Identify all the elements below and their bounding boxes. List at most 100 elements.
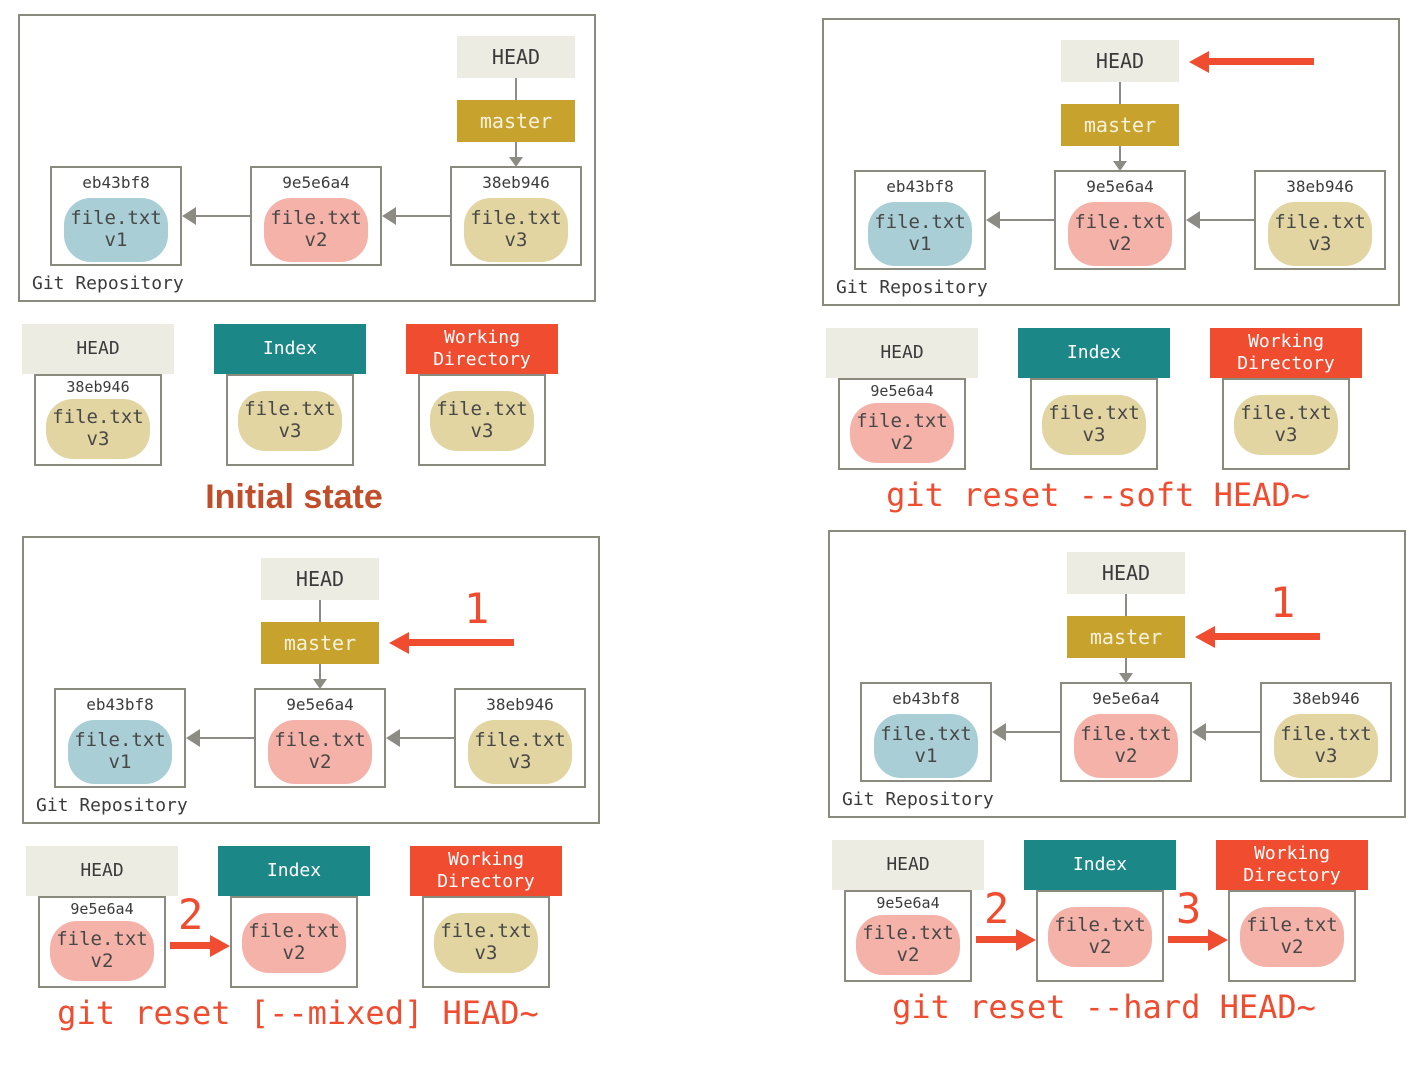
repo-label: Git Repository: [32, 273, 184, 294]
commit-hash: 9e5e6a4: [1086, 177, 1154, 196]
index-area-body: file.txt v2: [230, 896, 358, 988]
master-branch-box: master: [1061, 104, 1179, 146]
file-name: file.txt: [874, 211, 966, 234]
commit-hash: eb43bf8: [892, 689, 960, 708]
panel-reset-hard: HEAD master 1 eb43bf8 file.txt v1 9e5e6a…: [818, 522, 1416, 1052]
panel-caption: git reset [--mixed] HEAD~: [57, 994, 539, 1032]
panel-caption: git reset --soft HEAD~: [886, 476, 1310, 514]
file-version: v3: [1314, 745, 1338, 767]
step-number: 1: [1270, 578, 1296, 627]
file-name: file.txt: [436, 398, 528, 421]
parent-arrow-icon: [386, 729, 454, 747]
commit-box: 38eb946 file.txt v3: [450, 166, 582, 266]
commit-box: 9e5e6a4 file.txt v2: [1054, 170, 1186, 270]
commit-hash: 38eb946: [486, 695, 554, 714]
head-area-body: 9e5e6a4 file.txt v2: [38, 896, 166, 988]
step-arrow-to-master-icon: [1195, 626, 1320, 648]
master-to-commit-arrow-icon: [313, 664, 327, 689]
working-directory-area-header: Working Directory: [406, 324, 558, 374]
master-to-commit-arrow-icon: [1113, 146, 1127, 171]
file-name: file.txt: [52, 406, 144, 429]
commit-box: eb43bf8 file.txt v1: [54, 688, 186, 788]
commit-hash: 9e5e6a4: [282, 173, 350, 192]
head-commit-hash: 9e5e6a4: [876, 894, 940, 912]
file-blob: file.txt v1: [874, 714, 978, 778]
file-name: file.txt: [270, 207, 362, 230]
parent-arrow-icon: [986, 211, 1054, 229]
file-version: v2: [90, 950, 114, 972]
file-version: v2: [1114, 745, 1138, 767]
head-commit-hash: 9e5e6a4: [870, 382, 934, 400]
file-name: file.txt: [1048, 402, 1140, 425]
file-name: file.txt: [440, 920, 532, 943]
parent-arrow-icon: [1186, 211, 1254, 229]
file-name: file.txt: [244, 398, 336, 421]
step-number: 1: [464, 584, 490, 633]
panel-reset-soft: HEAD master eb43bf8 file.txt v1 9e5e6a4 …: [812, 10, 1412, 540]
file-blob: file.txt v3: [464, 198, 568, 262]
step-arrow-head-to-index-icon: [170, 935, 230, 957]
working-directory-area-header: Working Directory: [1216, 840, 1368, 890]
file-blob: file.txt v1: [68, 720, 172, 784]
commit-box: 9e5e6a4 file.txt v2: [1060, 682, 1192, 782]
file-blob: file.txt v2: [1068, 202, 1172, 266]
panel-caption: git reset --hard HEAD~: [892, 988, 1316, 1026]
file-version: v2: [304, 229, 328, 251]
commit-box: 9e5e6a4 file.txt v2: [254, 688, 386, 788]
file-version: v3: [504, 229, 528, 251]
file-version: v3: [86, 428, 110, 450]
step-number: 2: [984, 884, 1010, 933]
file-name: file.txt: [248, 920, 340, 943]
file-blob: file.txt v3: [434, 913, 538, 973]
file-version: v2: [1280, 936, 1304, 958]
commit-hash: eb43bf8: [82, 173, 150, 192]
step-arrow-index-to-wd-icon: [1168, 929, 1228, 951]
file-name: file.txt: [1054, 914, 1146, 937]
file-name: file.txt: [1274, 211, 1366, 234]
file-blob: file.txt v2: [264, 198, 368, 262]
panel-initial-state: HEAD master eb43bf8 file.txt v1 9e5e6a4 …: [8, 6, 608, 536]
step-number: 2: [178, 890, 204, 939]
head-ref-box: HEAD: [1067, 552, 1185, 594]
file-blob: file.txt v1: [868, 202, 972, 266]
parent-arrow-icon: [992, 723, 1060, 741]
file-name: file.txt: [470, 207, 562, 230]
file-version: v1: [908, 233, 932, 255]
commit-box: eb43bf8 file.txt v1: [50, 166, 182, 266]
git-repository-box: HEAD master eb43bf8 file.txt v1 9e5e6a4 …: [18, 14, 596, 302]
repo-label: Git Repository: [36, 795, 188, 816]
head-area-header: HEAD: [22, 324, 174, 374]
file-name: file.txt: [70, 207, 162, 230]
file-name: file.txt: [856, 410, 948, 433]
panel-caption: Initial state: [205, 478, 383, 516]
file-blob: file.txt v3: [1268, 202, 1372, 266]
commit-box: eb43bf8 file.txt v1: [860, 682, 992, 782]
file-blob: file.txt v2: [850, 403, 954, 463]
head-ref-box: HEAD: [261, 558, 379, 600]
commit-hash: 9e5e6a4: [286, 695, 354, 714]
index-area-body: file.txt v3: [1030, 378, 1158, 470]
master-to-commit-arrow-icon: [1119, 658, 1133, 683]
repo-label: Git Repository: [836, 277, 988, 298]
file-version: v2: [282, 942, 306, 964]
commit-hash: eb43bf8: [86, 695, 154, 714]
head-area-header: HEAD: [832, 840, 984, 890]
file-blob: file.txt v3: [238, 391, 342, 451]
file-blob: file.txt v3: [1234, 395, 1338, 455]
head-area-body: 38eb946 file.txt v3: [34, 374, 162, 466]
file-blob: file.txt v3: [468, 720, 572, 784]
working-directory-area-body: file.txt v2: [1228, 890, 1356, 982]
file-name: file.txt: [862, 922, 954, 945]
working-directory-area-header: Working Directory: [410, 846, 562, 896]
head-area-header: HEAD: [26, 846, 178, 896]
file-blob: file.txt v1: [64, 198, 168, 262]
head-area-header: HEAD: [826, 328, 978, 378]
file-version: v3: [470, 420, 494, 442]
file-blob: file.txt v3: [1042, 395, 1146, 455]
git-repository-box: HEAD master 1 eb43bf8 file.txt v1 9e5e6a…: [828, 530, 1406, 818]
file-blob: file.txt v2: [268, 720, 372, 784]
index-area-header: Index: [214, 324, 366, 374]
file-version: v2: [1108, 233, 1132, 255]
commit-box: 38eb946 file.txt v3: [1254, 170, 1386, 270]
head-master-connector-line: [1119, 82, 1121, 104]
